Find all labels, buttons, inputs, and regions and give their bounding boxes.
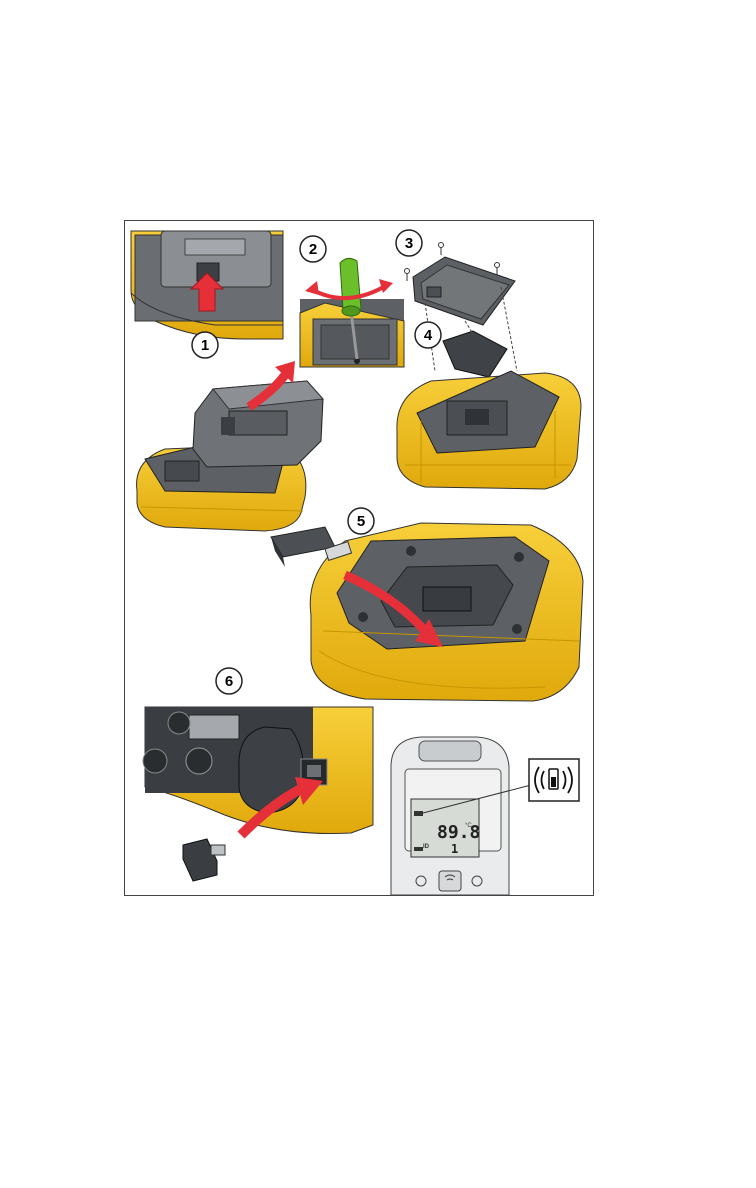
svg-text:5: 5 (357, 513, 365, 530)
panel-battery-removed (137, 361, 323, 531)
panel-step-1 (131, 231, 283, 339)
svg-text:2: 2 (309, 241, 317, 258)
meter-unit: °C (465, 823, 472, 829)
step-badge-5: 5 (348, 508, 374, 534)
meter-id-value: 1 (451, 842, 458, 856)
meter-reading: 89.8 (437, 822, 480, 843)
svg-text:1: 1 (201, 337, 209, 354)
step-badge-3: 3 (396, 230, 422, 256)
meter-id-label: ID (423, 844, 430, 850)
meter-device: 89.8 °C ID 1 (391, 737, 579, 895)
panel-step-3-4 (397, 243, 581, 490)
svg-text:4: 4 (424, 327, 433, 344)
step-badge-1: 1 (192, 332, 218, 358)
installation-illustration: 1 2 (125, 221, 593, 895)
panel-step-5 (271, 523, 583, 701)
wireless-signal-icon (529, 759, 579, 801)
step-badge-6: 6 (216, 668, 242, 694)
step-badge-2: 2 (300, 236, 326, 262)
wireless-button-icon (439, 871, 461, 891)
figure-frame: 1 2 (124, 220, 594, 896)
wireless-adapter-icon (183, 839, 225, 881)
svg-text:6: 6 (225, 673, 233, 690)
panel-step-6 (143, 707, 373, 881)
step-badge-4: 4 (415, 322, 441, 348)
svg-text:3: 3 (405, 235, 413, 252)
panel-step-2 (300, 258, 404, 367)
display-wireless-indicator (414, 811, 423, 816)
